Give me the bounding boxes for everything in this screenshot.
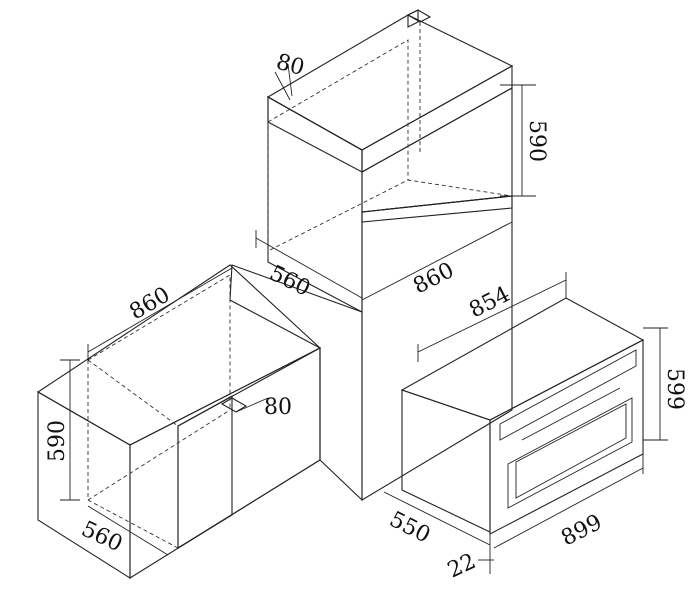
dim-upper-height: 590: [524, 120, 549, 162]
upper-niche-top: [266, 14, 514, 151]
oven-handle: [521, 387, 621, 441]
dim-oven-height: 599: [662, 368, 687, 410]
lower-cavity-back: [177, 347, 321, 549]
oven-door-window-inner: [515, 403, 627, 499]
dimension-lines: [60, 63, 668, 574]
dim-lower-width: 860: [126, 283, 175, 326]
tall-column-cabinet: [266, 9, 514, 501]
dim-upper-rail: 80: [273, 50, 307, 81]
upper-niche-front-rail: [267, 96, 363, 173]
upper-rear-rail-top: [406, 9, 432, 23]
dim-lower-depth: 560: [77, 517, 126, 557]
upper-hidden-diag: [267, 121, 363, 173]
oven-door-window: [507, 397, 633, 509]
lower-hidden-diag2: [87, 359, 179, 427]
dim-oven-width-front: 899: [557, 510, 606, 551]
upper-niche-side-rail: [361, 65, 513, 173]
oven-appliance: [400, 297, 645, 535]
oven-control-strip: [499, 349, 637, 441]
lower-rail: [220, 397, 248, 413]
lower-hidden-diag: [87, 499, 179, 549]
dim-upper-width: 860: [409, 258, 458, 299]
upper-hidden-back-edge: [267, 39, 409, 180]
dim-lower-rail: 80: [264, 395, 292, 420]
lower-hidden-top: [87, 274, 231, 410]
connecting-counter: [229, 264, 363, 502]
oven-side-face: [401, 389, 491, 533]
dim-lower-height: 590: [45, 420, 70, 462]
lower-cabinet: [36, 264, 363, 579]
upper-hidden-floor: [269, 179, 513, 251]
upper-cavity-floor: [361, 195, 513, 223]
upper-cavity-back: [361, 87, 513, 213]
dim-oven-front-thickness: 22: [444, 549, 480, 583]
lower-front-face: [129, 347, 321, 579]
lower-cavity-side: [177, 395, 233, 549]
